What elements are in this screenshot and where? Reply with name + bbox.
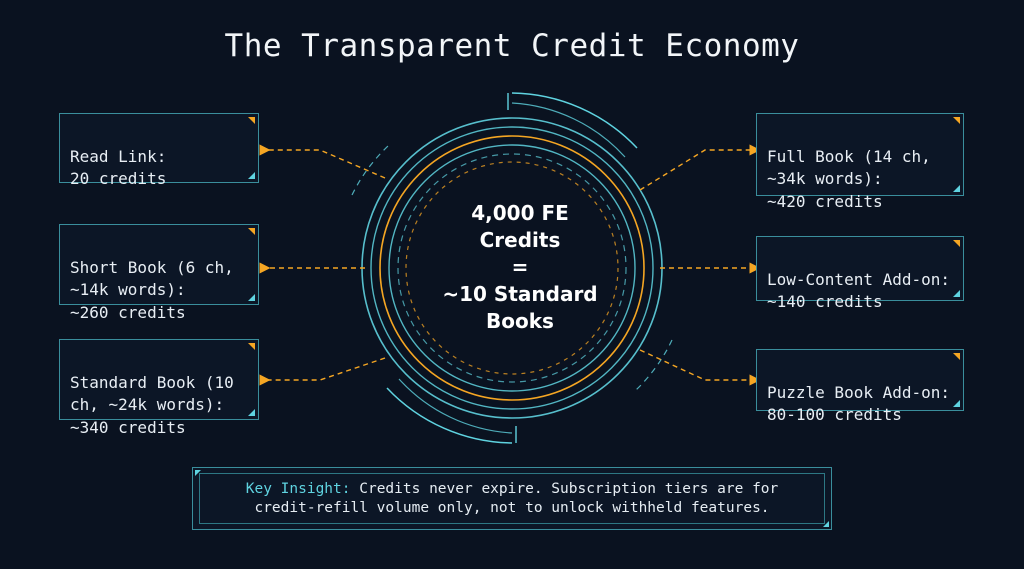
box-standard-book-text: Standard Book (10 ch, ~24k words): ~340 …	[70, 372, 234, 437]
center-line-1: 4,000 FE	[471, 201, 569, 225]
ring-orange	[379, 135, 645, 401]
box-read-link-text: Read Link: 20 credits	[70, 146, 167, 189]
corner-triangle-icon	[953, 117, 960, 124]
box-standard-book: Standard Book (10 ch, ~24k words): ~340 …	[59, 339, 259, 437]
center-line-3: =	[511, 255, 529, 279]
insight-text: Key Insight: Credits never expire. Subsc…	[193, 480, 831, 518]
corner-triangle-icon	[248, 409, 255, 416]
corner-triangle-icon	[195, 470, 201, 476]
box-low-content: Low-Content Add-on: ~140 credits	[756, 236, 964, 311]
insight-label: Key Insight:	[245, 481, 351, 497]
arc-right-dashed	[635, 339, 673, 391]
corner-triangle-icon	[823, 521, 829, 527]
corner-triangle-icon	[953, 185, 960, 192]
arc-left-dashed	[351, 145, 389, 196]
center-line-2: Credits	[479, 228, 561, 252]
corner-triangle-icon	[953, 400, 960, 407]
insight-line-1: Credits never expire. Subscription tiers…	[350, 481, 779, 497]
insight-inner-frame	[199, 473, 825, 524]
corner-triangle-icon	[248, 228, 255, 235]
box-full-book: Full Book (14 ch, ~34k words): ~420 cred…	[756, 113, 964, 211]
corner-triangle-icon	[248, 117, 255, 124]
box-full-book-text: Full Book (14 ch, ~34k words): ~420 cred…	[767, 146, 931, 211]
corner-triangle-icon	[953, 290, 960, 297]
box-short-book-text: Short Book (6 ch, ~14k words): ~260 cred…	[70, 257, 234, 322]
box-puzzle-book: Puzzle Book Add-on: 80-100 credits	[756, 349, 964, 424]
corner-triangle-icon	[248, 172, 255, 179]
center-label: 4,000 FE Credits = ~10 Standard Books	[430, 200, 610, 335]
connector-puzzle-book	[639, 349, 761, 386]
corner-triangle-icon	[248, 294, 255, 301]
insight-line-2: credit-refill volume only, not to unlock…	[254, 500, 770, 516]
arc-bottom-left	[386, 387, 513, 444]
corner-triangle-icon	[953, 240, 960, 247]
key-insight-box: Key Insight: Credits never expire. Subsc…	[192, 467, 832, 530]
box-low-content-text: Low-Content Add-on: ~140 credits	[767, 269, 951, 312]
center-line-4: ~10 Standard	[442, 282, 598, 306]
box-puzzle-book-text: Puzzle Book Add-on: 80-100 credits	[767, 382, 951, 425]
box-read-link: Read Link: 20 credits	[59, 113, 259, 188]
corner-triangle-icon	[953, 353, 960, 360]
box-short-book: Short Book (6 ch, ~14k words): ~260 cred…	[59, 224, 259, 322]
ring-mid	[388, 144, 636, 392]
arc-top-right	[511, 92, 638, 149]
arc-bottom-left-2	[398, 378, 513, 434]
connector-standard-book	[259, 357, 386, 386]
ring-outer-2	[370, 126, 654, 410]
ring-orange-dashed	[405, 161, 619, 375]
connector-full-book	[639, 144, 761, 191]
connector-read-link	[259, 144, 386, 179]
center-line-5: Books	[486, 309, 554, 333]
arc-top-right-2	[511, 102, 626, 158]
ring-dashed-inner	[397, 153, 627, 383]
corner-triangle-icon	[248, 343, 255, 350]
page-title: The Transparent Credit Economy	[224, 28, 800, 64]
